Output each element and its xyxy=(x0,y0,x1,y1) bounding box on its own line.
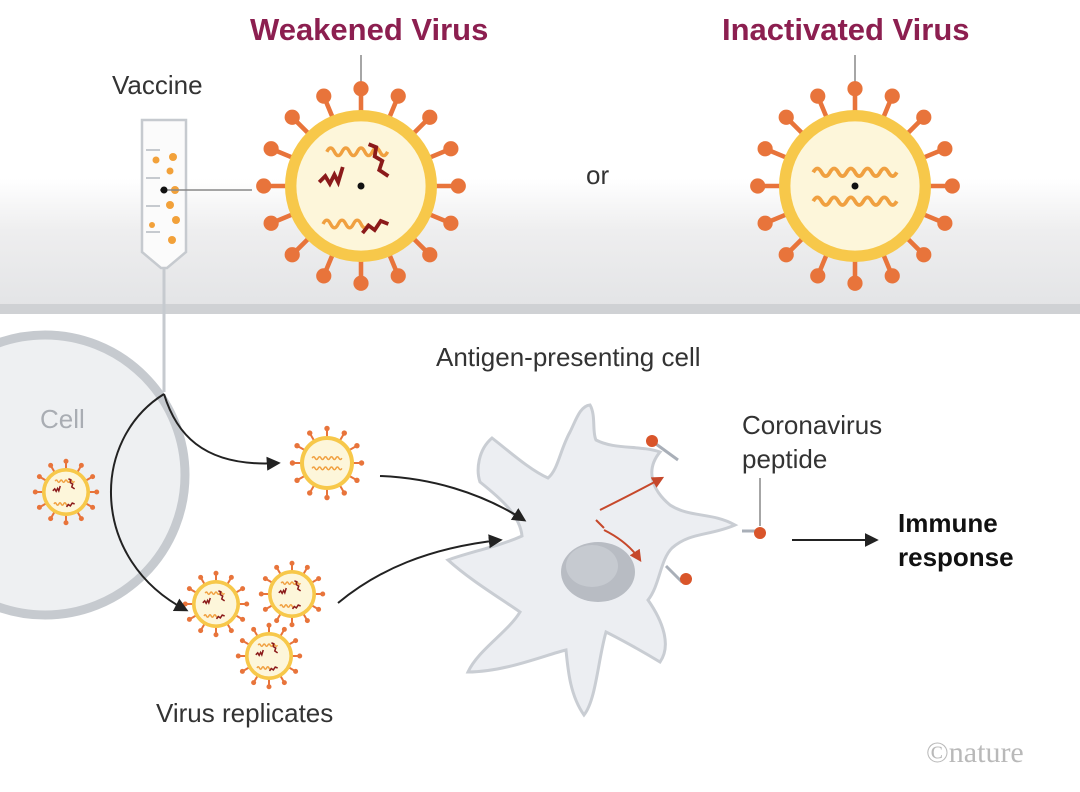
background-divider xyxy=(0,304,1080,314)
coronavirus-peptide-label-line2: peptide xyxy=(742,444,828,474)
immune-response-label-line1: Immune xyxy=(898,508,998,538)
replicated-virus-icon-3 xyxy=(235,622,303,690)
inactivated-virus-title: Inactivated Virus xyxy=(722,12,970,47)
or-label: or xyxy=(586,160,610,190)
cell-virus-icon xyxy=(32,458,100,526)
virus-replicates-label: Virus replicates xyxy=(156,698,334,728)
weakened-virus-title: Weakened Virus xyxy=(250,12,489,47)
syringe-icon xyxy=(140,118,188,392)
weakened-virus-icon xyxy=(256,81,466,291)
cell-label: Cell xyxy=(40,404,85,434)
vaccine-label: Vaccine xyxy=(112,70,203,100)
coronavirus-peptide-label-line1: Coronavirus xyxy=(742,410,883,440)
nature-credit: ©nature xyxy=(926,736,1024,769)
replicated-virus-icon-2 xyxy=(258,560,326,628)
mhc-peptide-markers xyxy=(646,435,766,585)
antigen-presenting-cell-label: Antigen-presenting cell xyxy=(436,342,701,372)
inactivated-virus-icon xyxy=(750,81,960,291)
released-virus-icon xyxy=(289,425,365,501)
immune-response-label-line2: response xyxy=(898,542,1014,572)
antigen-presenting-cell-icon xyxy=(445,403,739,718)
flow-arrows xyxy=(110,393,879,612)
replicated-virus-icon-1 xyxy=(182,570,250,638)
